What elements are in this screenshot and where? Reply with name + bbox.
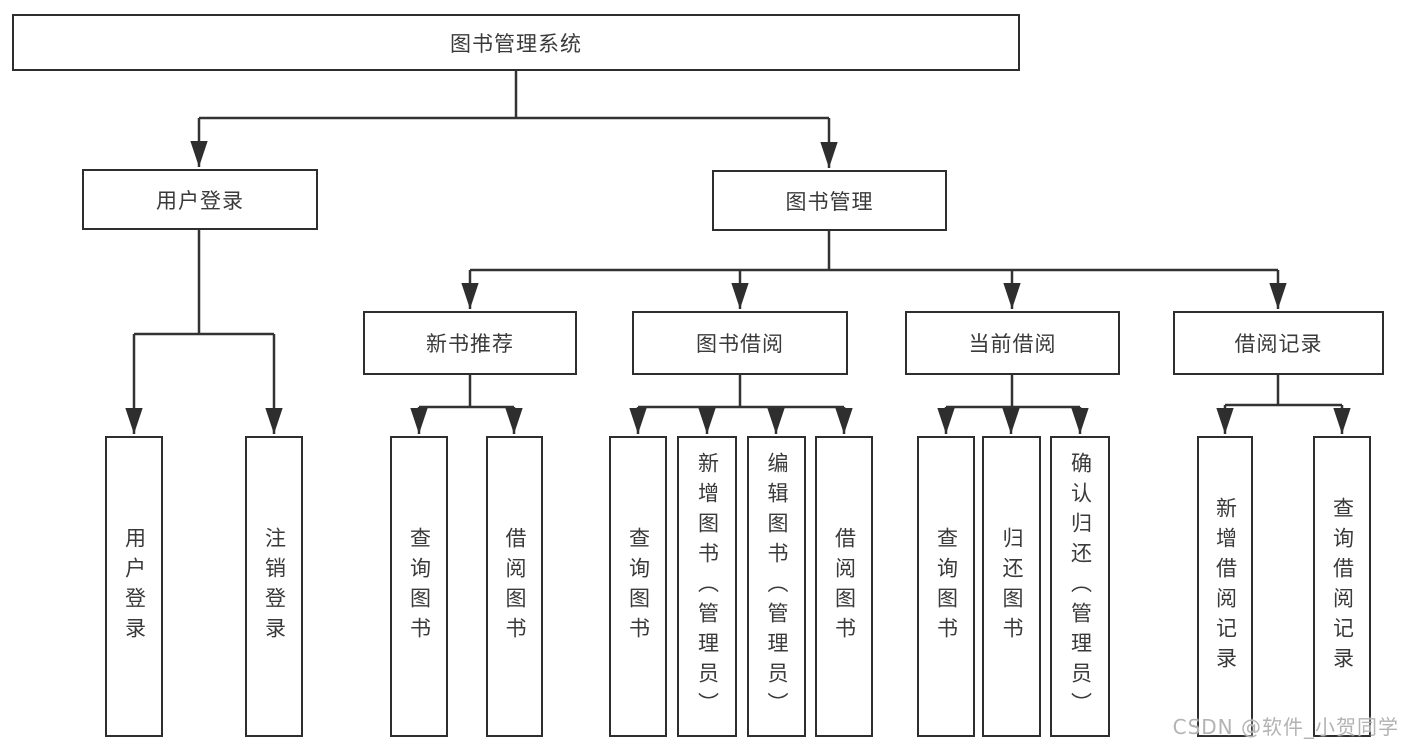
- leaf-add-books-admin: 新增图书（管理员）: [677, 436, 737, 737]
- leaf-query-borrow-record-label: 查询借阅记录: [1330, 496, 1355, 677]
- node-new-book-recommend: 新书推荐: [363, 311, 577, 375]
- node-new-book-recommend-label: 新书推荐: [426, 332, 514, 356]
- node-book-management-label: 图书管理: [785, 189, 874, 214]
- leaf-query-books-recommend-label: 查询图书: [407, 526, 432, 647]
- leaf-query-books-borrow: 查询图书: [609, 436, 667, 737]
- node-user-login: 用户登录: [82, 169, 318, 230]
- leaf-query-books-current: 查询图书: [917, 436, 975, 737]
- leaf-return-books: 归还图书: [982, 436, 1041, 737]
- node-user-login-label: 用户登录: [156, 188, 244, 213]
- leaf-borrow-books-recommend: 借阅图书: [486, 436, 543, 737]
- leaf-return-books-label: 归还图书: [1000, 526, 1024, 647]
- node-borrow-records: 借阅记录: [1173, 311, 1384, 375]
- leaf-edit-books-admin-label: 编辑图书（管理员）: [765, 451, 789, 722]
- node-root-label: 图书管理系统: [450, 31, 582, 56]
- leaf-borrow-books-recommend-label: 借阅图书: [503, 526, 527, 647]
- leaf-user-login-label: 用户登录: [122, 526, 147, 647]
- node-root: 图书管理系统: [12, 14, 1020, 71]
- node-book-borrow-label: 图书借阅: [696, 332, 784, 356]
- leaf-confirm-return-admin: 确认归还（管理员）: [1050, 436, 1110, 737]
- leaf-edit-books-admin: 编辑图书（管理员）: [747, 436, 806, 737]
- leaf-add-borrow-record: 新增借阅记录: [1197, 436, 1253, 737]
- leaf-add-borrow-record-label: 新增借阅记录: [1213, 496, 1238, 677]
- leaf-add-books-admin-label: 新增图书（管理员）: [695, 451, 720, 722]
- leaf-confirm-return-admin-label: 确认归还（管理员）: [1068, 451, 1093, 722]
- leaf-query-books-borrow-label: 查询图书: [626, 526, 651, 647]
- leaf-user-login: 用户登录: [105, 436, 163, 737]
- leaf-logout-label: 注销登录: [262, 526, 287, 647]
- node-current-borrow: 当前借阅: [905, 311, 1120, 375]
- node-book-management: 图书管理: [712, 170, 947, 231]
- node-book-borrow: 图书借阅: [632, 311, 848, 375]
- node-current-borrow-label: 当前借阅: [968, 332, 1057, 356]
- leaf-borrow-books-label: 借阅图书: [832, 526, 857, 647]
- node-borrow-records-label: 借阅记录: [1234, 332, 1323, 356]
- leaf-query-borrow-record: 查询借阅记录: [1313, 436, 1371, 737]
- leaf-query-books-recommend: 查询图书: [390, 436, 448, 737]
- leaf-logout: 注销登录: [245, 436, 303, 737]
- leaf-query-books-current-label: 查询图书: [934, 526, 959, 647]
- watermark: CSDN @软件_小贺同学: [1172, 715, 1399, 739]
- leaf-borrow-books: 借阅图书: [815, 436, 873, 737]
